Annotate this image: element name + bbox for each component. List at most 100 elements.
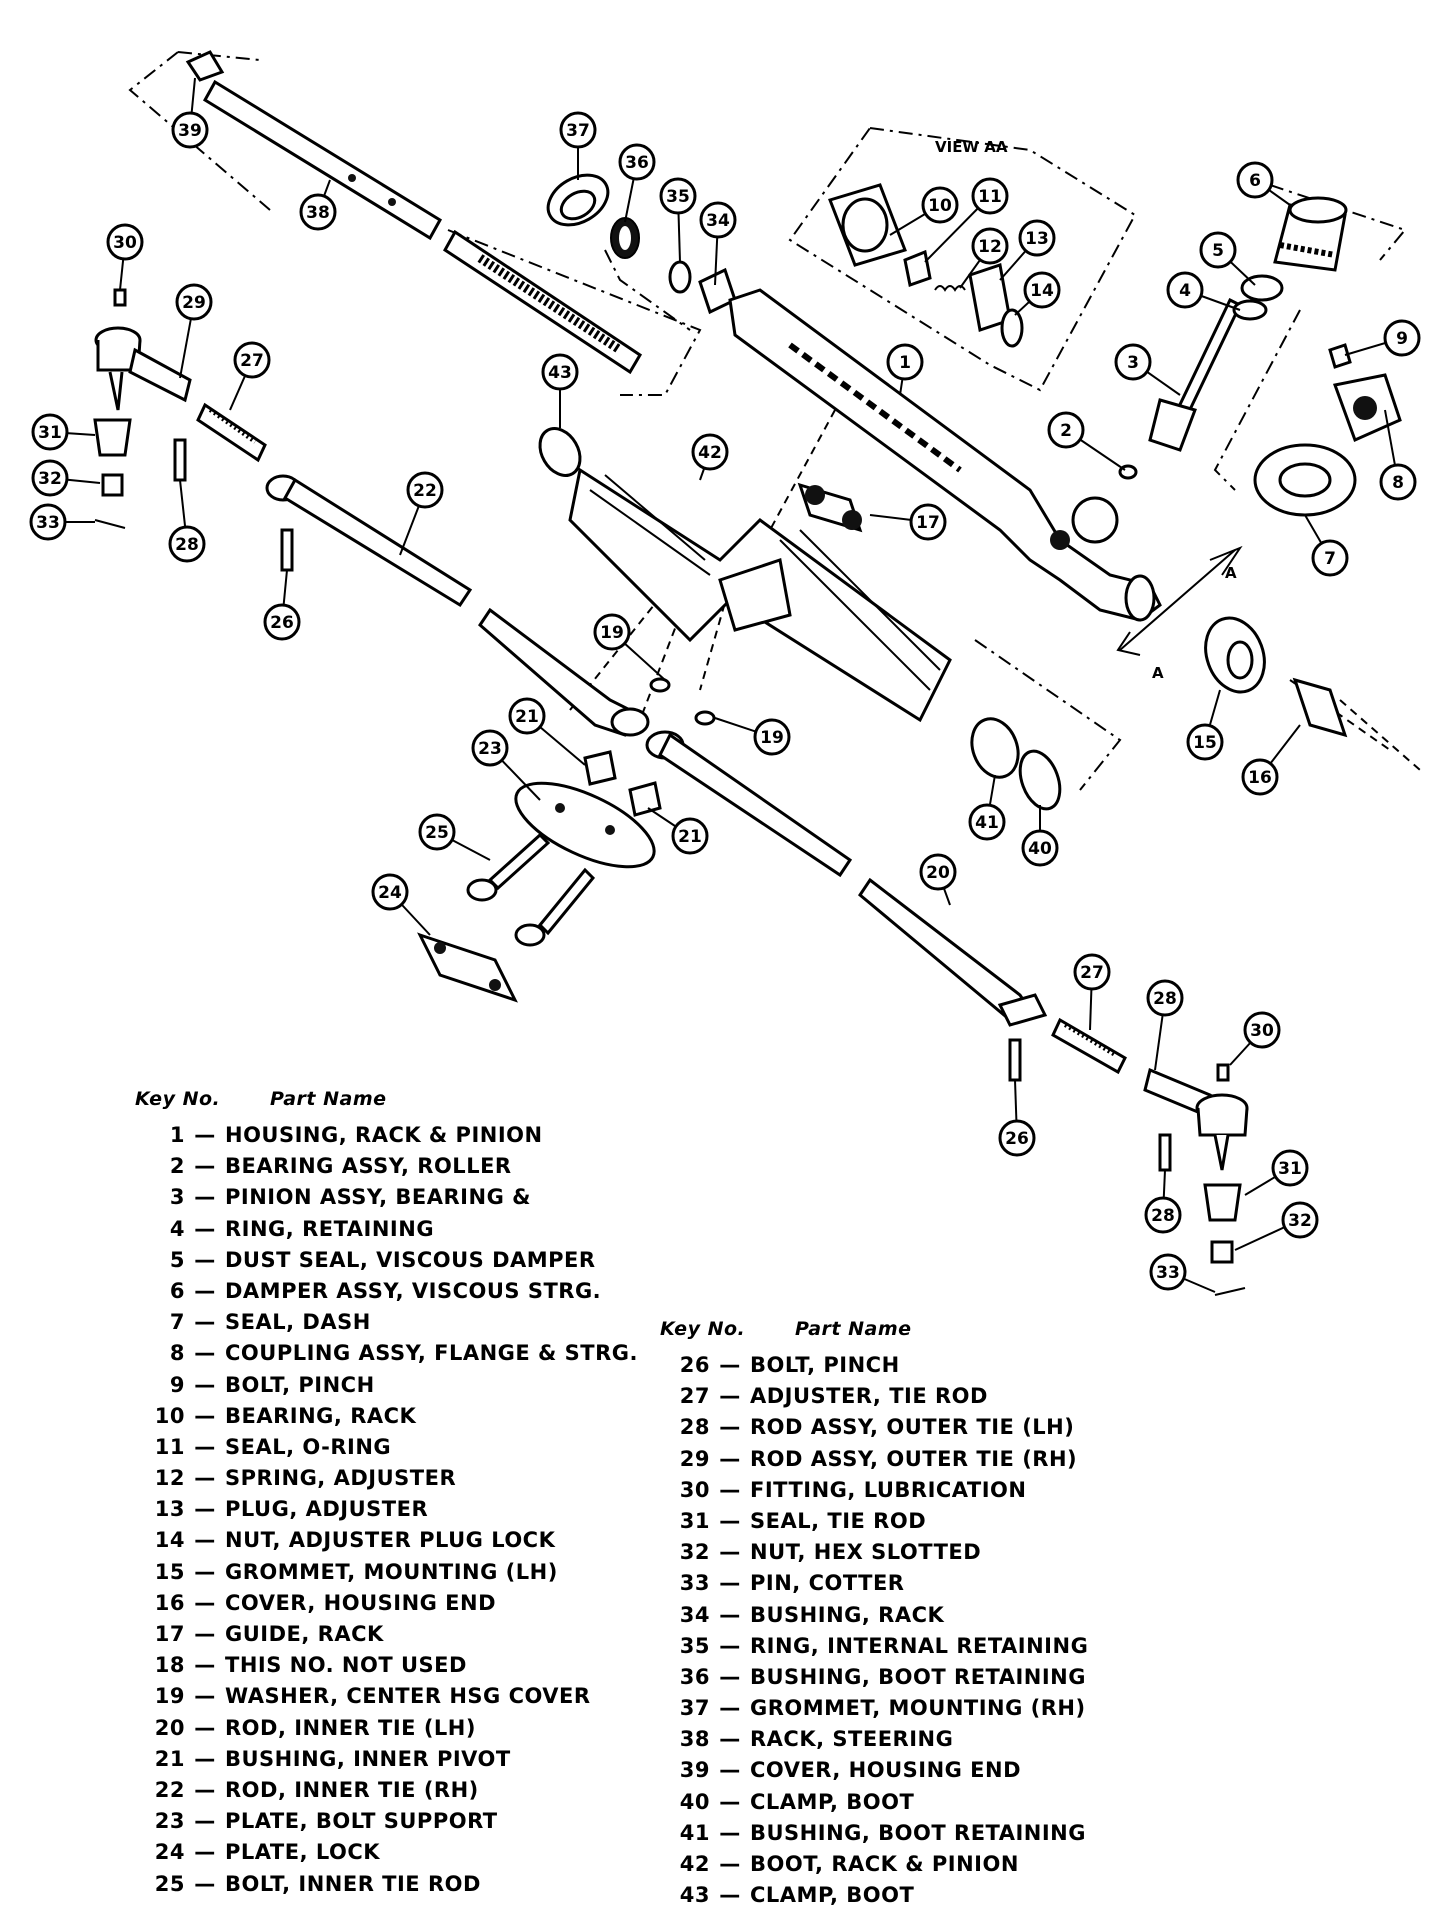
boot-clamp-bracket bbox=[974, 639, 1122, 791]
center-housing-washer-19-b bbox=[694, 710, 716, 726]
lube-fitting-30-right bbox=[1216, 1063, 1230, 1082]
callout-circle bbox=[106, 223, 144, 261]
legend-item-dash: — bbox=[194, 1590, 216, 1615]
callout-21: 21 bbox=[508, 697, 546, 735]
steering-rack-38 bbox=[202, 79, 643, 375]
callout-circle bbox=[371, 873, 409, 911]
callout-number: 21 bbox=[515, 707, 539, 727]
legend-item-name: BOLT, INNER TIE ROD bbox=[225, 1871, 481, 1896]
cotter-pin-33-left bbox=[94, 519, 126, 529]
legend-item: 21—BUSHING, INNER PIVOT bbox=[135, 1744, 638, 1775]
legend-item: 20—ROD, INNER TIE (LH) bbox=[135, 1713, 638, 1744]
callout-number: 7 bbox=[1324, 549, 1336, 569]
bolt-support-plate-23 bbox=[514, 781, 656, 869]
legend-item-number: 20 bbox=[154, 1715, 185, 1740]
callout-circle bbox=[659, 177, 697, 215]
callout-41: 41 bbox=[968, 803, 1006, 841]
callout-number: 38 bbox=[306, 203, 330, 223]
legend-item-dash: — bbox=[194, 1528, 216, 1553]
callout-40: 40 bbox=[1021, 829, 1059, 867]
callout-number: 9 bbox=[1396, 329, 1408, 349]
callout-number: 8 bbox=[1392, 473, 1404, 493]
legend-item-name: BUSHING, BOOT RETAINING bbox=[750, 1820, 1086, 1845]
callout-26: 26 bbox=[263, 603, 301, 641]
callout-number: 10 bbox=[928, 196, 952, 216]
legend-item-name: ROD, INNER TIE (RH) bbox=[225, 1777, 479, 1802]
legend-item-number: 37 bbox=[679, 1696, 710, 1721]
legend-item-dash: — bbox=[719, 1446, 741, 1471]
callout-number: 26 bbox=[1005, 1129, 1029, 1149]
legend-item-number: 11 bbox=[154, 1434, 185, 1459]
legend-item: 42—BOOT, RACK & PINION bbox=[660, 1849, 1088, 1880]
legend-item: 23—PLATE, BOLT SUPPORT bbox=[135, 1806, 638, 1837]
legend-item-number: 6 bbox=[169, 1278, 185, 1303]
legend-item: 10—BEARING, RACK bbox=[135, 1401, 638, 1432]
callout-19: 19 bbox=[593, 613, 631, 651]
legend-item-dash: — bbox=[719, 1664, 741, 1689]
inner-pivot-bushing-21-a bbox=[583, 750, 617, 786]
callout-circle bbox=[29, 503, 67, 541]
legend-item-number: 32 bbox=[679, 1540, 710, 1565]
legend-item: 6—DAMPER ASSY, VISCOUS STRG. bbox=[135, 1276, 638, 1307]
legend-item-name: ROD, INNER TIE (LH) bbox=[225, 1715, 476, 1740]
legend-item-number: 8 bbox=[169, 1341, 185, 1366]
legend-item: 19—WASHER, CENTER HSG COVER bbox=[135, 1681, 638, 1712]
legend-item-name: ADJUSTER, TIE ROD bbox=[750, 1384, 988, 1409]
legend-item-name: NUT, HEX SLOTTED bbox=[750, 1540, 982, 1565]
callout-circle bbox=[886, 343, 924, 381]
mounting-grommet-lh-15 bbox=[1204, 616, 1266, 694]
legend-item-number: 43 bbox=[679, 1883, 710, 1908]
legend-item-name: PLUG, ADJUSTER bbox=[225, 1497, 429, 1522]
cotter-pin-33-right bbox=[1214, 1287, 1246, 1296]
callout-39: 39 bbox=[171, 111, 209, 149]
legend-item-dash: — bbox=[719, 1633, 741, 1658]
legend-item-number: 10 bbox=[154, 1403, 185, 1428]
callout-number: 20 bbox=[926, 863, 950, 883]
legend-right-name-header: Part Name bbox=[795, 1318, 912, 1340]
inner-tie-rod-bolts-25 bbox=[466, 832, 596, 947]
callout-25: 25 bbox=[418, 813, 456, 851]
callout-circle bbox=[31, 459, 69, 497]
callout-circle bbox=[1023, 271, 1061, 309]
legend-item-dash: — bbox=[194, 1497, 216, 1522]
flange-coupling-assy-8 bbox=[1332, 373, 1402, 443]
legend-item-number: 27 bbox=[679, 1384, 710, 1409]
legend-item-dash: — bbox=[194, 1216, 216, 1241]
pinch-bolt-26-right-lower bbox=[1158, 1133, 1172, 1172]
legend-item-name: GROMMET, MOUNTING (RH) bbox=[750, 1696, 1086, 1721]
legend-item: 9—BOLT, PINCH bbox=[135, 1370, 638, 1401]
legend-item-name: CLAMP, BOOT bbox=[750, 1789, 915, 1814]
legend-item-dash: — bbox=[719, 1384, 741, 1409]
legend-item: 7—SEAL, DASH bbox=[135, 1307, 638, 1338]
callout-number: 41 bbox=[975, 813, 999, 833]
callout-number: 13 bbox=[1025, 229, 1049, 249]
legend-item: 32—NUT, HEX SLOTTED bbox=[660, 1537, 1088, 1568]
legend-item-name: THIS NO. NOT USED bbox=[225, 1653, 467, 1678]
legend-item-number: 12 bbox=[154, 1466, 185, 1491]
callout-number: 12 bbox=[978, 237, 1002, 257]
callout-circle bbox=[971, 177, 1009, 215]
callout-28: 28 bbox=[168, 525, 206, 563]
pinch-bolt-26-right bbox=[1008, 1038, 1022, 1082]
legend-item-name: SEAL, DASH bbox=[225, 1310, 371, 1335]
callout-number: 34 bbox=[706, 211, 730, 231]
legend-item-dash: — bbox=[194, 1247, 216, 1272]
legend-item-name: ROD ASSY, OUTER TIE (RH) bbox=[750, 1446, 1078, 1471]
section-a-top: A bbox=[1225, 564, 1237, 582]
outer-tie-rod-rh-29 bbox=[94, 326, 192, 411]
callout-circle bbox=[921, 186, 959, 224]
legend-item: 16—COVER, HOUSING END bbox=[135, 1588, 638, 1619]
callout-4: 4 bbox=[1166, 271, 1204, 309]
rack-pinion-housing-1 bbox=[728, 288, 1162, 622]
view-aa-outline bbox=[788, 126, 1137, 392]
legend-right-key-header: Key No. bbox=[660, 1318, 746, 1340]
inner-tie-rod-rh-22 bbox=[265, 474, 650, 737]
legend-item-dash: — bbox=[719, 1883, 741, 1908]
callout-circle bbox=[471, 729, 509, 767]
legend-item-number: 34 bbox=[679, 1602, 710, 1627]
callout-circle bbox=[1047, 411, 1085, 449]
legend-item: 33—PIN, COTTER bbox=[660, 1568, 1088, 1599]
legend-item-number: 23 bbox=[154, 1809, 185, 1834]
